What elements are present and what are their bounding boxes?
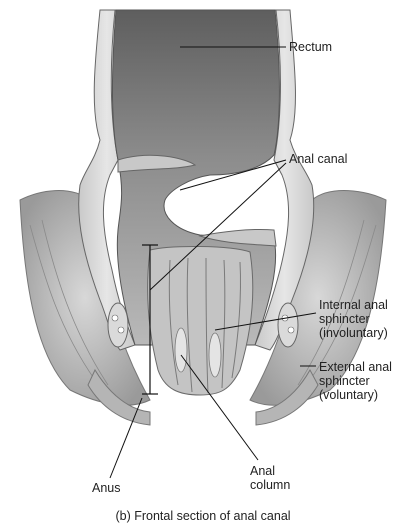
label-internal-anal-sphincter: Internal anal sphincter (involuntary) xyxy=(319,298,388,340)
label-external-anal-sphincter: External anal sphincter (voluntary) xyxy=(319,360,392,402)
label-anus: Anus xyxy=(92,481,121,495)
label-anal-column: Anal column xyxy=(250,464,290,492)
label-rectum: Rectum xyxy=(289,40,332,54)
label-anal-canal: Anal canal xyxy=(289,152,347,166)
anal-columns xyxy=(148,246,253,395)
figure-caption: (b) Frontal section of anal canal xyxy=(0,509,406,523)
